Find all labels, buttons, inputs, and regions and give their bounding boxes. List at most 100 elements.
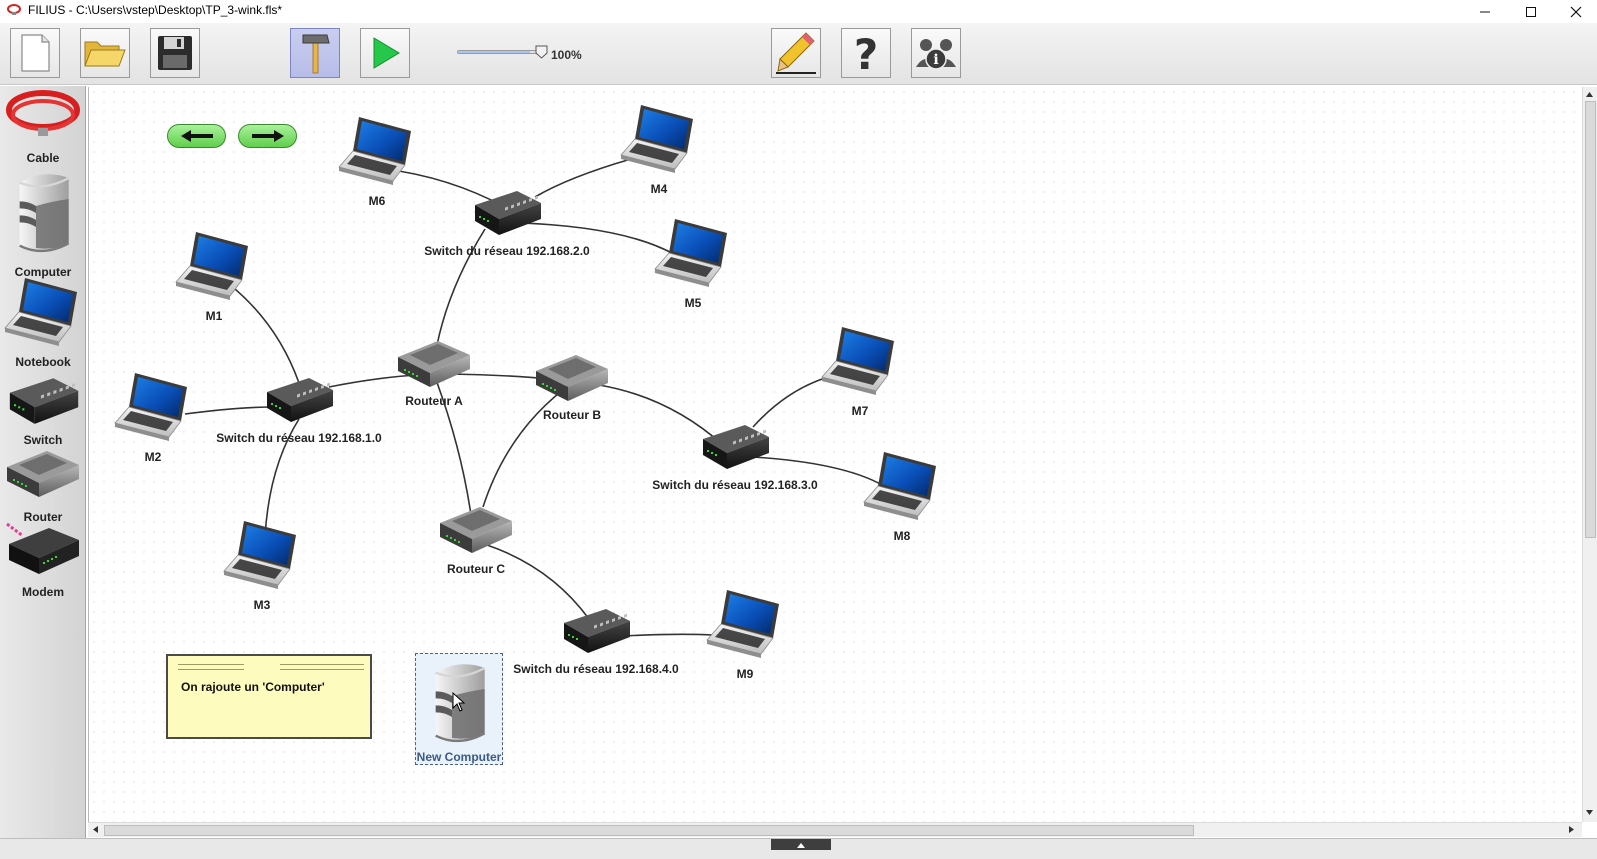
zoom-slider-thumb[interactable] xyxy=(535,45,548,59)
new-file-button[interactable] xyxy=(10,28,60,78)
network-canvas[interactable]: M6 M4 M5 M1 M2 M3 M7 M8 M9 Switch du rés… xyxy=(88,87,1582,822)
palette-notebook[interactable]: Notebook xyxy=(0,274,86,369)
scroll-down-icon[interactable] xyxy=(1583,807,1596,819)
main-toolbar: 100% ? i xyxy=(0,23,1597,85)
cable-routerB-switch3 xyxy=(598,384,724,446)
router-b-label: Routeur B xyxy=(543,408,601,422)
switch-icon xyxy=(471,183,543,239)
notebook-m9-label: M9 xyxy=(736,667,754,681)
router-b[interactable]: Routeur B xyxy=(527,347,617,422)
switch-192-168-4-0-label: Switch du réseau 192.168.4.0 xyxy=(513,662,679,676)
switch-192-168-1-0-label: Switch du réseau 192.168.1.0 xyxy=(216,431,382,445)
annotation-note[interactable]: On rajoute un 'Computer' xyxy=(166,654,372,739)
close-icon xyxy=(1570,6,1582,17)
notebook-icon xyxy=(1,274,85,350)
palette-switch-label: Switch xyxy=(23,433,63,447)
arrow-right-icon xyxy=(251,130,284,142)
router-c[interactable]: Routeur C xyxy=(431,499,521,576)
back-arrow-button[interactable] xyxy=(167,124,226,148)
close-button[interactable] xyxy=(1553,0,1597,23)
vertical-scroll-thumb[interactable] xyxy=(1585,101,1596,538)
help-icon: ? xyxy=(854,31,878,75)
title-bar: FILIUS - C:\Users\vstep\Desktop\TP_3-win… xyxy=(0,0,1597,23)
help-button[interactable]: ? xyxy=(841,28,891,78)
notebook-m7[interactable]: M7 xyxy=(820,323,900,418)
notebook-icon xyxy=(222,517,302,593)
router-icon xyxy=(532,347,612,407)
zoom-slider[interactable] xyxy=(457,50,544,54)
router-c-label: Routeur C xyxy=(447,562,505,576)
notebook-icon xyxy=(337,113,417,189)
new-computer-label: New Computer xyxy=(416,750,502,764)
palette-cable[interactable]: Cable xyxy=(0,88,86,165)
cable-m3-switch1 xyxy=(264,418,300,538)
horizontal-scroll-thumb[interactable] xyxy=(104,825,1194,836)
router-icon xyxy=(436,499,516,559)
notebook-m4-label: M4 xyxy=(650,182,668,196)
palette-computer-label: Computer xyxy=(14,265,72,279)
maximize-icon xyxy=(1526,6,1536,17)
minimize-button[interactable] xyxy=(1462,0,1508,23)
notebook-m3[interactable]: M3 xyxy=(222,517,302,612)
palette-computer[interactable]: Computer xyxy=(0,166,86,279)
arrow-left-icon xyxy=(180,130,213,142)
hammer-icon xyxy=(302,34,330,74)
palette-modem[interactable]: Modem xyxy=(0,516,86,599)
note-text: On rajoute un 'Computer' xyxy=(181,680,325,694)
modem-icon xyxy=(3,516,83,580)
info-button[interactable]: i xyxy=(911,28,961,78)
router-a[interactable]: Routeur A xyxy=(389,333,479,408)
cable-routerA-routerC xyxy=(434,376,472,516)
save-file-button[interactable] xyxy=(150,28,200,78)
notebook-m9[interactable]: M9 xyxy=(705,586,785,681)
palette-router-label: Router xyxy=(23,510,63,524)
maximize-button[interactable] xyxy=(1508,0,1554,23)
scroll-left-icon[interactable] xyxy=(89,823,101,836)
chevron-up-icon xyxy=(797,842,805,848)
switch-192-168-4-0[interactable]: Switch du réseau 192.168.4.0 xyxy=(496,601,696,676)
documentation-button[interactable] xyxy=(771,28,821,78)
notebook-m2-label: M2 xyxy=(144,450,162,464)
computer-icon xyxy=(8,166,78,260)
pencil-icon xyxy=(776,32,816,74)
minimize-icon xyxy=(1480,11,1490,12)
cable-switch2-routerA xyxy=(436,228,486,346)
notebook-m1[interactable]: M1 xyxy=(174,228,254,323)
expand-panel-button[interactable] xyxy=(771,839,831,850)
notebook-m5-label: M5 xyxy=(684,296,702,310)
new-computer-node[interactable]: New Computer xyxy=(415,653,503,765)
play-icon xyxy=(373,37,400,69)
open-file-button[interactable] xyxy=(80,28,130,78)
notebook-icon xyxy=(174,228,254,304)
notebook-m8[interactable]: M8 xyxy=(862,448,942,543)
scroll-right-icon[interactable] xyxy=(1566,823,1578,836)
notebook-m5[interactable]: M5 xyxy=(653,215,733,310)
forward-arrow-button[interactable] xyxy=(238,124,297,148)
palette-router[interactable]: Router xyxy=(0,441,86,524)
zoom-level: 100% xyxy=(551,48,582,62)
notebook-m3-label: M3 xyxy=(253,598,271,612)
switch-192-168-3-0[interactable]: Switch du réseau 192.168.3.0 xyxy=(635,417,835,492)
component-palette: Cable Computer Notebook Switch Router Mo… xyxy=(0,86,86,838)
notebook-icon xyxy=(619,101,699,177)
horizontal-scrollbar[interactable] xyxy=(88,822,1582,837)
notebook-icon xyxy=(653,215,733,291)
design-mode-button[interactable] xyxy=(290,28,340,78)
notebook-m2[interactable]: M2 xyxy=(113,369,193,464)
switch-icon xyxy=(699,417,771,473)
mouse-cursor-icon xyxy=(452,692,466,712)
simulation-mode-button[interactable] xyxy=(360,28,410,78)
switch-icon xyxy=(560,601,632,657)
filius-app-icon xyxy=(7,4,21,15)
notebook-m6-label: M6 xyxy=(368,194,386,208)
notebook-m4[interactable]: M4 xyxy=(619,101,699,196)
notebook-m6[interactable]: M6 xyxy=(337,113,417,208)
switch-192-168-1-0[interactable]: Switch du réseau 192.168.1.0 xyxy=(199,370,399,445)
scroll-up-icon[interactable] xyxy=(1583,88,1596,100)
router-a-label: Routeur A xyxy=(405,394,463,408)
notebook-icon xyxy=(705,586,785,662)
vertical-scrollbar[interactable] xyxy=(1582,87,1597,822)
new-file-icon xyxy=(21,34,50,72)
palette-switch[interactable]: Switch xyxy=(0,370,86,447)
switch-192-168-2-0[interactable]: Switch du réseau 192.168.2.0 xyxy=(407,183,607,258)
